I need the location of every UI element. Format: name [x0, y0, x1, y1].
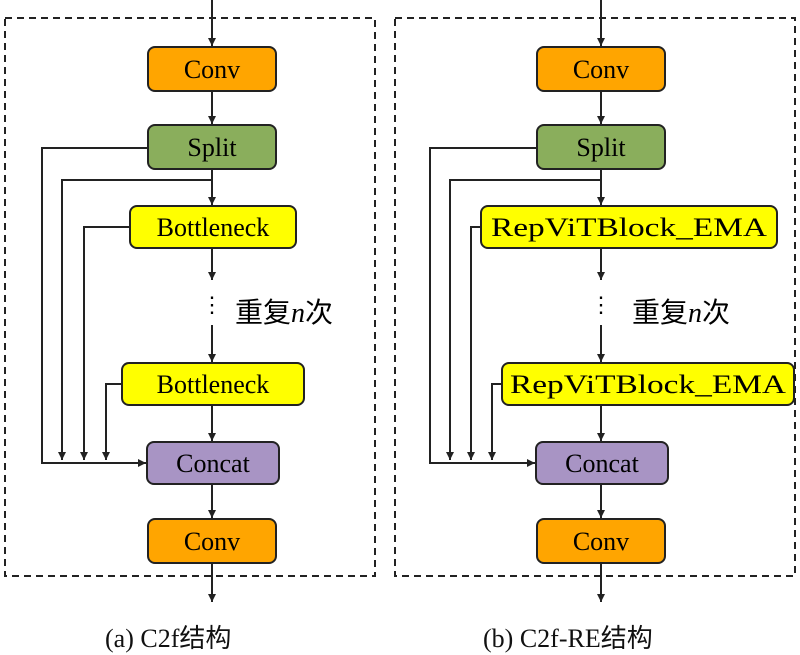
conv-top-label: Conv [184, 55, 240, 84]
repeat-label: 重复n次 [235, 297, 333, 329]
skip-block-n [102, 383, 122, 460]
panel-b: ⋮ Conv Split RepViTBlock_EMA 重复n次 RepViT… [394, 0, 796, 602]
skip-block-1 [467, 226, 481, 460]
skip-split-inner [58, 179, 212, 460]
conv-bottom-box [147, 518, 277, 564]
block-1-box [480, 205, 778, 249]
block-n-label: Bottleneck [157, 370, 270, 399]
concat-box [146, 441, 280, 485]
vertical-ellipsis: ⋮ [590, 292, 612, 317]
block-1-box [129, 205, 297, 249]
block-1-label: Bottleneck [157, 213, 270, 242]
split-box [536, 124, 666, 170]
skip-block-1 [80, 226, 130, 460]
split-label: Split [576, 133, 626, 162]
skip-split-inner [446, 179, 601, 460]
concat-label: Concat [565, 449, 639, 478]
conv-top-box [147, 46, 277, 92]
panel-a-dashed-border [4, 17, 376, 577]
concat-box [535, 441, 669, 485]
block-n-label: RepViTBlock_EMA [510, 370, 786, 399]
conv-bottom-label: Conv [573, 527, 629, 556]
conv-top-box [536, 46, 666, 92]
block-1-label: RepViTBlock_EMA [491, 213, 767, 242]
conv-bottom-box [536, 518, 666, 564]
panel-b-caption: (b) C2f-RE结构 [483, 624, 653, 653]
skip-block-n [488, 383, 502, 460]
panel-b-dashed-border [394, 17, 796, 577]
split-label: Split [187, 133, 237, 162]
repeat-label: 重复n次 [632, 297, 730, 329]
panel-a-caption: (a) C2f结构 [105, 624, 232, 653]
conv-top-label: Conv [573, 55, 629, 84]
skip-split-outer [429, 147, 537, 467]
vertical-ellipsis: ⋮ [201, 292, 223, 317]
panel-a: ⋮ Conv Split Bottleneck 重复n次 Bottleneck … [4, 0, 376, 602]
concat-label: Concat [176, 449, 250, 478]
conv-bottom-label: Conv [184, 527, 240, 556]
skip-split-outer [41, 147, 148, 467]
block-n-box [121, 362, 305, 406]
split-box [147, 124, 277, 170]
block-n-box [501, 362, 795, 406]
